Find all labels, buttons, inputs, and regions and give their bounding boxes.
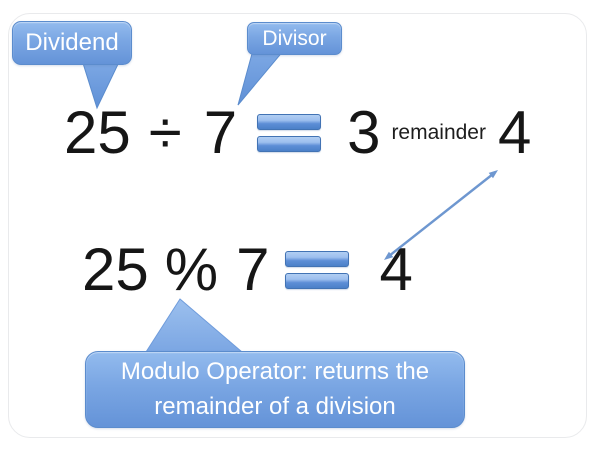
- callout-dividend-label: Dividend: [25, 29, 119, 56]
- double-headed-arrow-icon: [384, 170, 498, 260]
- equals-icon: [257, 114, 322, 152]
- callout-divisor: Divisor: [247, 22, 342, 55]
- equals-icon: [285, 251, 350, 289]
- division-divisor-value: 7: [203, 99, 238, 166]
- division-operator: ÷: [148, 99, 182, 166]
- quotient-value: 3: [347, 99, 381, 166]
- callout-modulo-label: Modulo Operator: returns the remainder o…: [120, 357, 430, 420]
- modulo-divisor-value: 7: [236, 236, 270, 303]
- callout-dividend: Dividend: [12, 21, 132, 65]
- callout-dividend-tail: [81, 60, 121, 110]
- callout-modulo: Modulo Operator: returns the remainder o…: [85, 351, 465, 428]
- division-dividend-value: 25: [64, 99, 131, 166]
- callout-divisor-label: Divisor: [262, 26, 327, 50]
- callout-modulo-tail: [145, 298, 244, 353]
- modulo-operator: %: [164, 236, 219, 303]
- remainder-label: remainder: [391, 121, 486, 144]
- division-equation: 25 ÷ 7 3 remainder 4: [64, 100, 531, 166]
- remainder-value: 4: [497, 99, 532, 166]
- modulo-equation: 25 % 7 4: [82, 237, 413, 303]
- callout-divisor-tail: [237, 50, 285, 106]
- modulo-dividend-value: 25: [82, 236, 149, 303]
